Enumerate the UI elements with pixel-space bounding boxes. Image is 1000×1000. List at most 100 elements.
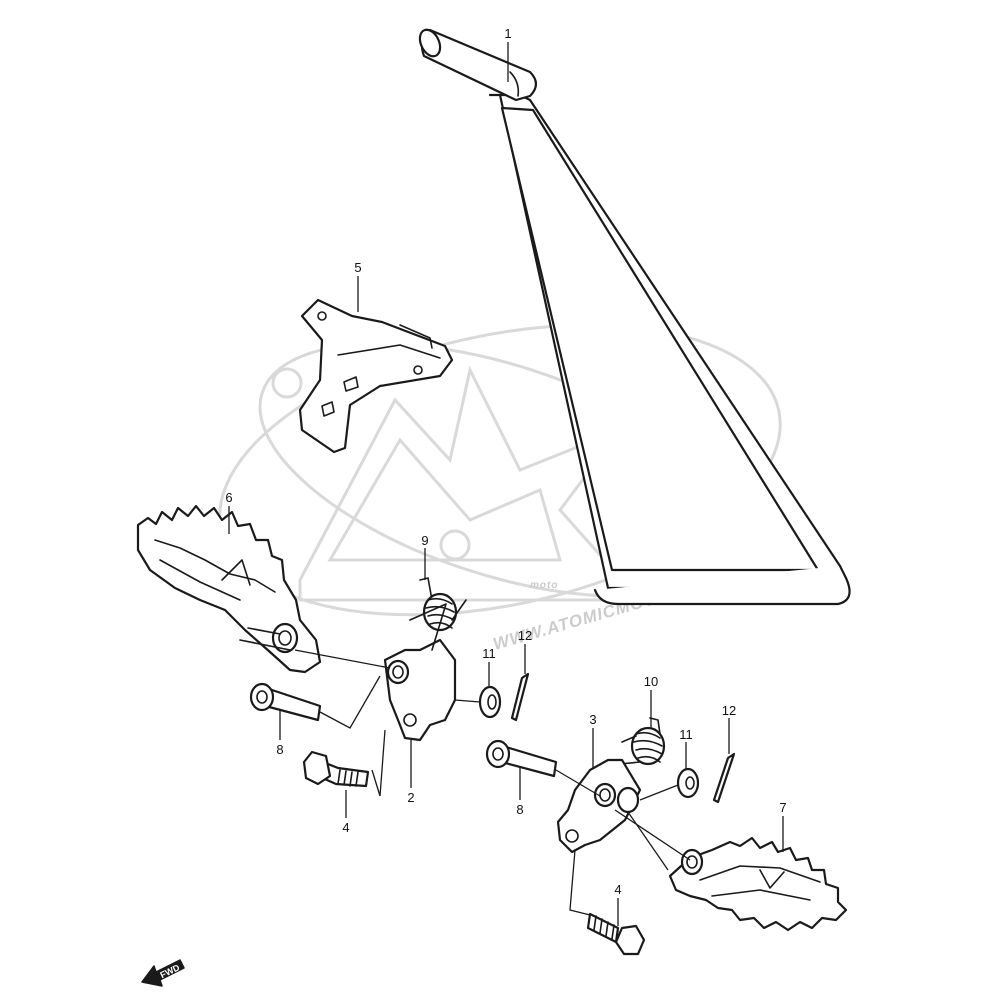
bracket-body (298, 298, 454, 454)
holder-left-boss (386, 659, 410, 685)
holder-right-boss (593, 782, 617, 808)
washer-right (676, 767, 700, 799)
part-12-cotter-pin-left (510, 672, 530, 722)
part-6-footpeg-left (136, 504, 322, 674)
part-5-bracket (298, 298, 454, 454)
holder-right-pivot (616, 786, 640, 814)
bolt-right-head (614, 924, 646, 956)
callout-12-right: 12 (722, 703, 736, 718)
callout-11-right: 11 (679, 727, 693, 742)
callout-5: 5 (354, 260, 361, 275)
bracket-hole-1 (317, 311, 327, 321)
washer-right-hole (685, 776, 695, 790)
footpeg-left-rib (154, 539, 276, 593)
fwd-direction-indicator: FWD (141, 959, 185, 987)
fwd-arrow-icon (141, 959, 185, 987)
cotter-pin-right (712, 752, 736, 804)
part-8-pin-left (249, 682, 322, 722)
stand-handle-collar (509, 71, 520, 97)
part-12-cotter-pin-right (712, 752, 736, 804)
part-4-bolt-right (586, 912, 646, 956)
footpeg-right-body (668, 836, 848, 932)
line-pin-left (319, 675, 381, 729)
line-washer-right (639, 784, 679, 801)
part-2-holder-left (383, 603, 457, 742)
spring-left-arm-2 (451, 599, 467, 621)
holder-right-body (556, 758, 642, 854)
cotter-pin-left (510, 672, 530, 722)
bolt-right-thread (593, 915, 615, 940)
watermark-logo-text: moto (530, 580, 558, 591)
footpeg-left-rib-2 (159, 559, 241, 601)
watermark-orbit-dot-2 (439, 529, 471, 561)
part-9-spring-left (419, 577, 467, 632)
footpeg-left-pivot (271, 622, 299, 654)
part-11-washer-left (478, 685, 502, 719)
callout-8-left: 8 (276, 742, 283, 757)
callout-2: 2 (407, 790, 414, 805)
spring-right-coil (630, 726, 666, 766)
part-8-pin-right (485, 739, 558, 778)
callout-labels: 1 5 6 9 12 11 10 3 12 11 8 2 4 8 7 4 (225, 26, 786, 897)
stand-frame-inner (500, 106, 820, 572)
pin-right-head-inner (492, 747, 504, 761)
footpeg-left-spring-hook (239, 627, 291, 651)
callout-6: 6 (225, 490, 232, 505)
holder-left-spring-seat (409, 603, 447, 651)
part-4-bolt-left (302, 750, 370, 788)
spring-right-coil-turns (633, 731, 663, 763)
bolt-left-thread (337, 769, 359, 787)
assembly-lines (294, 649, 691, 916)
part-10-spring-right (619, 717, 666, 766)
part-11-washer-right (676, 767, 700, 799)
bolt-left-head (302, 750, 332, 786)
watermark-star-inner (327, 437, 562, 562)
bracket-tab (399, 324, 433, 349)
line-bolt-right (569, 849, 591, 916)
holder-right-bolt-hole (565, 829, 579, 843)
part-7-footpeg-right (668, 836, 848, 932)
callout-1: 1 (504, 26, 511, 41)
line-peg-to-holder-right (614, 809, 691, 861)
bracket-slot (343, 376, 359, 392)
callout-12-left: 12 (518, 628, 532, 643)
watermark-star-logo (298, 365, 644, 602)
callout-10: 10 (644, 674, 658, 689)
footpeg-left-teeth (221, 559, 251, 586)
pin-right-head (485, 739, 511, 769)
holder-left-body (383, 638, 457, 742)
bracket-hole-2 (413, 365, 423, 375)
line-washer-left (454, 699, 481, 703)
bracket-slot-2 (321, 401, 335, 417)
footpeg-right-ribs (699, 865, 821, 901)
callout-8-right: 8 (516, 802, 523, 817)
pin-left-head (249, 682, 275, 712)
line-bolt-left (371, 729, 386, 797)
callout-4-right: 4 (614, 882, 621, 897)
washer-left-hole (487, 694, 497, 710)
spring-left-arm (419, 577, 433, 601)
callout-3: 3 (589, 712, 596, 727)
callout-9: 9 (421, 533, 428, 548)
holder-left-bolt-hole (403, 713, 417, 727)
washer-left (478, 685, 502, 719)
spring-right-arm (649, 717, 661, 735)
line-pin-right (555, 769, 601, 797)
stand-foot-curve (593, 564, 851, 606)
pin-left-head-inner (256, 690, 268, 704)
footpeg-right-pivot-hole (686, 855, 698, 869)
footpeg-right-pivot (680, 848, 704, 876)
part-3-holder-right (556, 758, 642, 854)
footpeg-right-teeth (759, 869, 785, 889)
part-1-stand (418, 28, 851, 606)
stand-handle-end-cap (418, 28, 442, 58)
line-spring-right (627, 811, 669, 871)
bracket-fold-line (337, 344, 441, 359)
line-peg-to-holder-left (294, 649, 391, 669)
holder-right-boss-hole (599, 788, 611, 802)
callout-11-left: 11 (482, 646, 496, 661)
holder-left-boss-hole (392, 665, 404, 679)
callout-leaders (228, 42, 784, 926)
